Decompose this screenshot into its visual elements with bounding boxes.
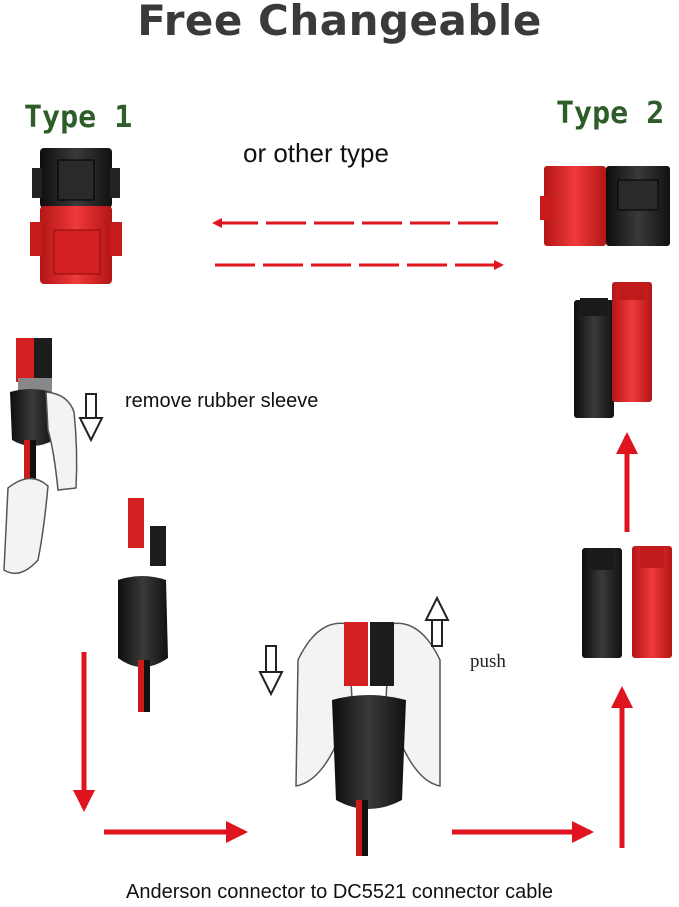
other-type-text: or other type	[243, 138, 389, 168]
down-arrow-icon	[78, 393, 104, 443]
connector-pair-assembled	[574, 282, 652, 418]
type2-connector	[540, 166, 670, 246]
step2-pins-exposed-illustration	[118, 498, 168, 712]
push-text: push	[470, 651, 506, 672]
step1-remove-sleeve-illustration	[3, 338, 78, 575]
type1-connector	[30, 148, 122, 284]
up-arrow-icon	[424, 595, 450, 647]
down-arrow-icon	[258, 645, 284, 697]
caption: Anderson connector to DC5521 connector c…	[126, 881, 553, 903]
remove-sleeve-text: remove rubber sleeve	[125, 390, 319, 412]
type1-label: Type 1	[24, 100, 133, 135]
type2-label: Type 2	[556, 96, 665, 131]
page-title: Free Changeable	[137, 0, 542, 45]
connector-pair-separate	[582, 546, 672, 658]
step3-push-illustration	[295, 622, 441, 856]
